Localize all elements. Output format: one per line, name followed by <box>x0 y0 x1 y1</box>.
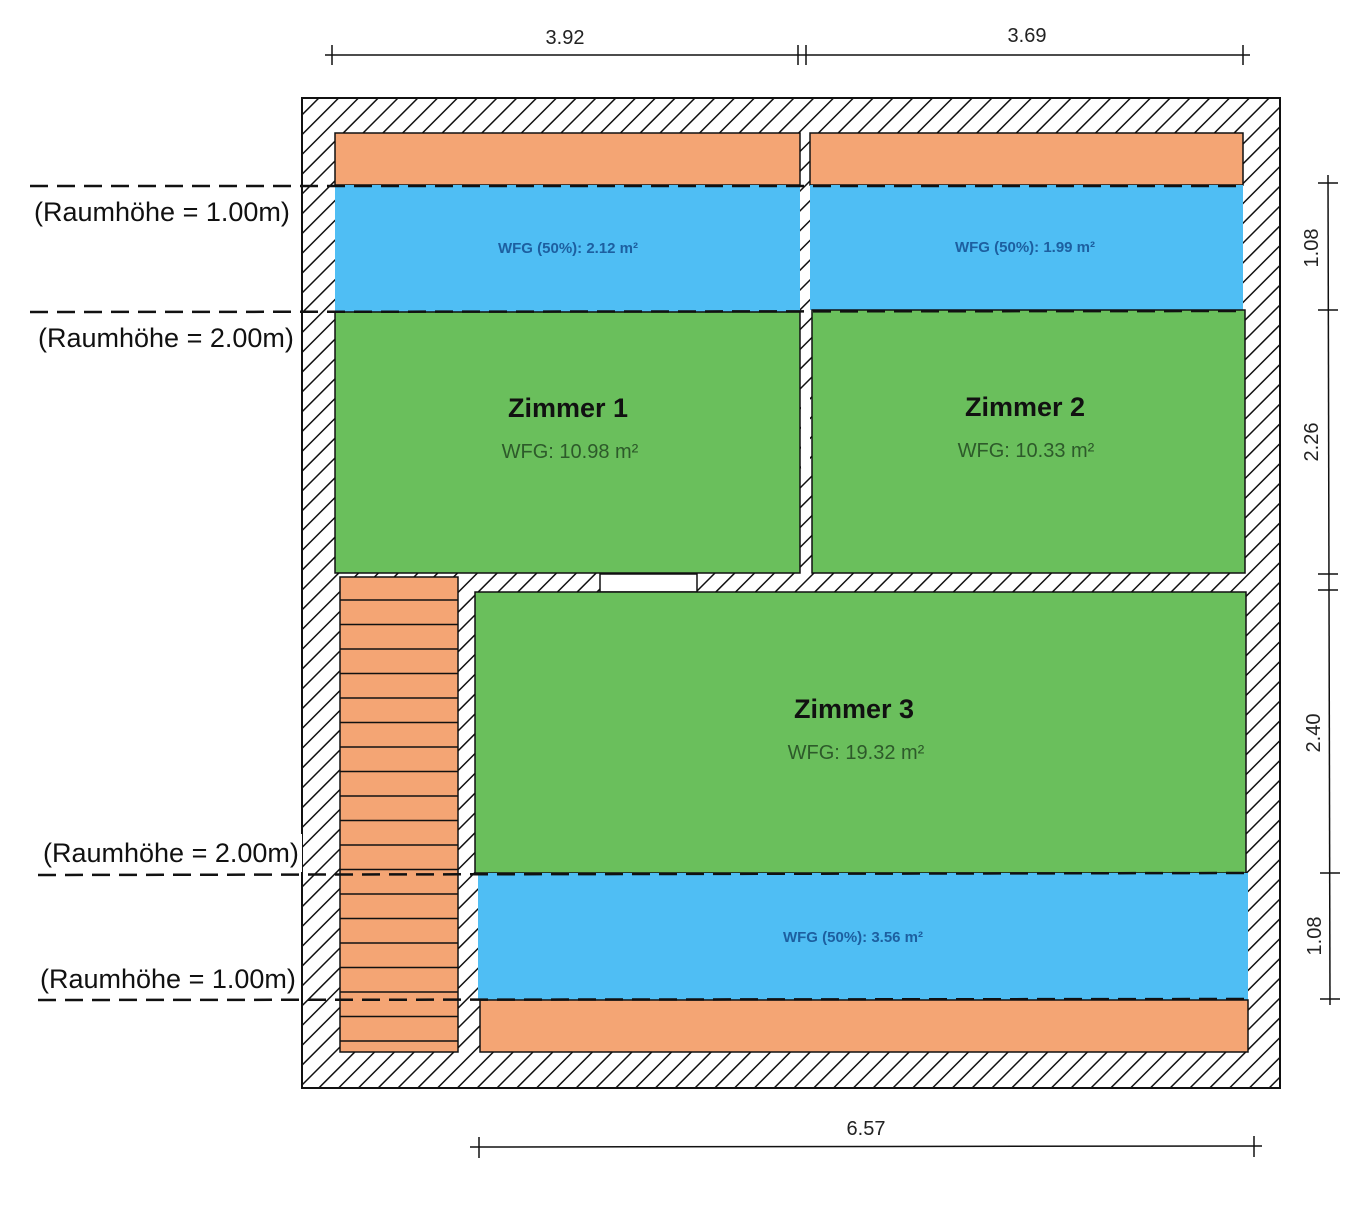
low-zone <box>809 132 1244 186</box>
full-zone <box>474 591 1247 874</box>
room-zimmer-1: WFG (50%): 2.12 m² Zimmer 1 WFG: 10.98 m… <box>334 132 801 574</box>
height-label: (Raumhöhe = 2.00m) <box>38 323 294 353</box>
room-area: WFG: 10.33 m² <box>958 440 1095 462</box>
half-zone <box>478 873 1248 1000</box>
room-zimmer-3: WFG (50%): 3.56 m² Zimmer 3 WFG: 19.32 m… <box>474 591 1249 1053</box>
wall-opening <box>801 390 810 468</box>
staircase <box>339 576 459 1053</box>
room-name: Zimmer 1 <box>508 393 628 423</box>
room-half-area: WFG (50%): 2.12 m² <box>498 240 638 257</box>
room-zimmer-2: WFG (50%): 1.99 m² Zimmer 2 WFG: 10.33 m… <box>809 132 1246 574</box>
dimension-label: 3.69 <box>1008 25 1047 47</box>
room-name: Zimmer 2 <box>965 392 1085 422</box>
low-zone <box>334 132 801 186</box>
full-zone <box>811 309 1246 574</box>
dimension-right <box>1318 174 1340 1006</box>
half-zone <box>335 185 800 312</box>
height-label: (Raumhöhe = 1.00m) <box>34 197 290 227</box>
dimension-label: 2.40 <box>1303 714 1325 753</box>
dimension-bottom <box>469 1136 1263 1158</box>
dimension-label: 1.08 <box>1301 229 1323 268</box>
room-half-area: WFG (50%): 3.56 m² <box>783 929 923 946</box>
room-area: WFG: 10.98 m² <box>502 441 639 463</box>
full-zone <box>334 311 801 574</box>
dimension-label: 6.57 <box>847 1118 886 1140</box>
dimension-label: 3.92 <box>546 27 585 49</box>
height-labels: (Raumhöhe = 1.00m) (Raumhöhe = 2.00m) (R… <box>30 192 302 996</box>
height-label: (Raumhöhe = 2.00m) <box>43 838 299 868</box>
height-label: (Raumhöhe = 1.00m) <box>40 964 296 994</box>
dimension-label: 1.08 <box>1304 917 1326 956</box>
room-name: Zimmer 3 <box>794 694 914 724</box>
door-opening <box>599 573 698 593</box>
half-zone <box>810 185 1243 310</box>
room-area: WFG: 19.32 m² <box>788 742 925 764</box>
room-half-area: WFG (50%): 1.99 m² <box>955 239 1095 256</box>
dimension-top <box>325 45 1250 65</box>
dimension-label: 2.26 <box>1301 423 1323 462</box>
height-lines <box>29 184 1249 1002</box>
low-zone <box>479 999 1249 1053</box>
